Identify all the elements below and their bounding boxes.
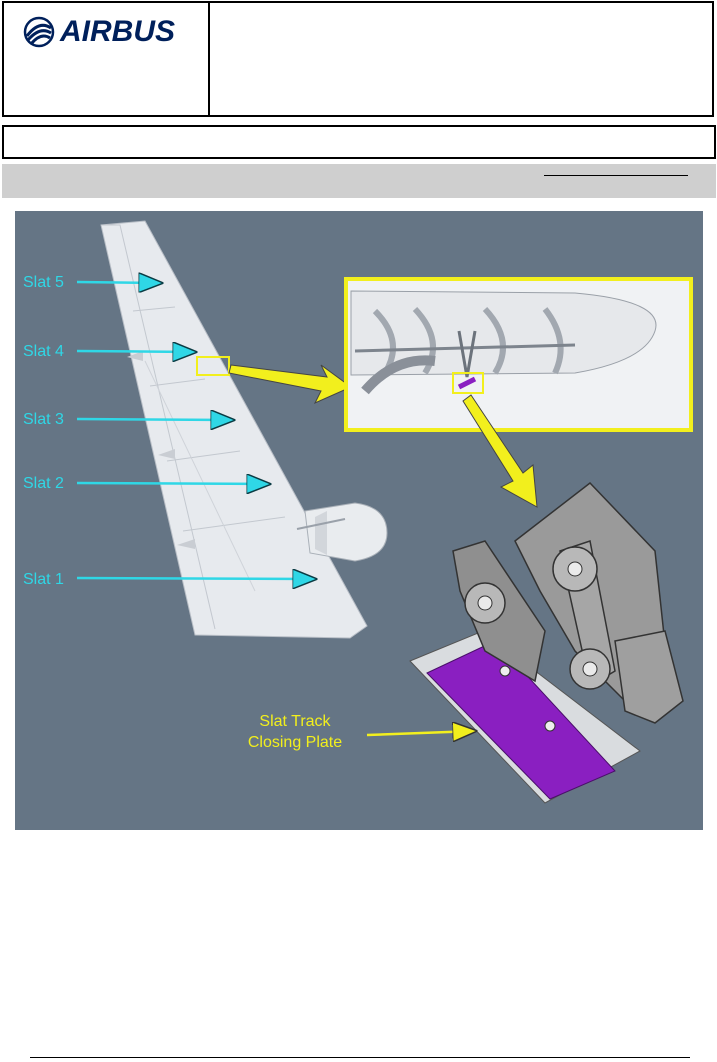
callout-line-2: Closing Plate	[248, 734, 342, 751]
slat-2-label: Slat 2	[23, 475, 64, 492]
footer-rule	[30, 1057, 690, 1058]
section-bar	[2, 164, 716, 198]
airbus-logo: AIRBUS	[22, 15, 175, 49]
slat-5-arrow	[76, 282, 161, 283]
slat-detail-inset	[344, 277, 693, 432]
callout-arrow	[366, 731, 475, 735]
closing-plate-callout: Slat Track Closing Plate	[248, 713, 475, 751]
zoom-arrow-1	[228, 364, 352, 405]
airbus-swirl-icon	[23, 16, 55, 48]
slat-3-arrow	[76, 419, 233, 420]
slat-2-arrow	[76, 483, 269, 484]
slat-track-mechanism	[409, 481, 684, 804]
slat-5-label: Slat 5	[23, 274, 64, 291]
slat-4-label: Slat 4	[23, 343, 64, 360]
slat-1-arrow	[76, 578, 315, 579]
callout-line-1: Slat Track	[259, 713, 331, 730]
logo-cell: AIRBUS	[4, 3, 210, 115]
slat-labels: Slat 5 Slat 4 Slat 3 Slat 2 Slat 1	[23, 274, 315, 588]
figure-illustration: Slat 5 Slat 4 Slat 3 Slat 2 Slat 1	[23, 220, 693, 804]
subject-row	[2, 125, 716, 159]
logo-text: AIRBUS	[60, 15, 176, 48]
slat-track-figure: Slat 5 Slat 4 Slat 3 Slat 2 Slat 1	[15, 211, 703, 830]
slat-3-label: Slat 3	[23, 411, 64, 428]
slat-4-arrow	[76, 351, 195, 352]
slat-1-label: Slat 1	[23, 571, 64, 588]
reference-underline	[544, 175, 688, 176]
zoom-arrow-2	[462, 394, 538, 508]
document-header: AIRBUS	[2, 1, 714, 117]
